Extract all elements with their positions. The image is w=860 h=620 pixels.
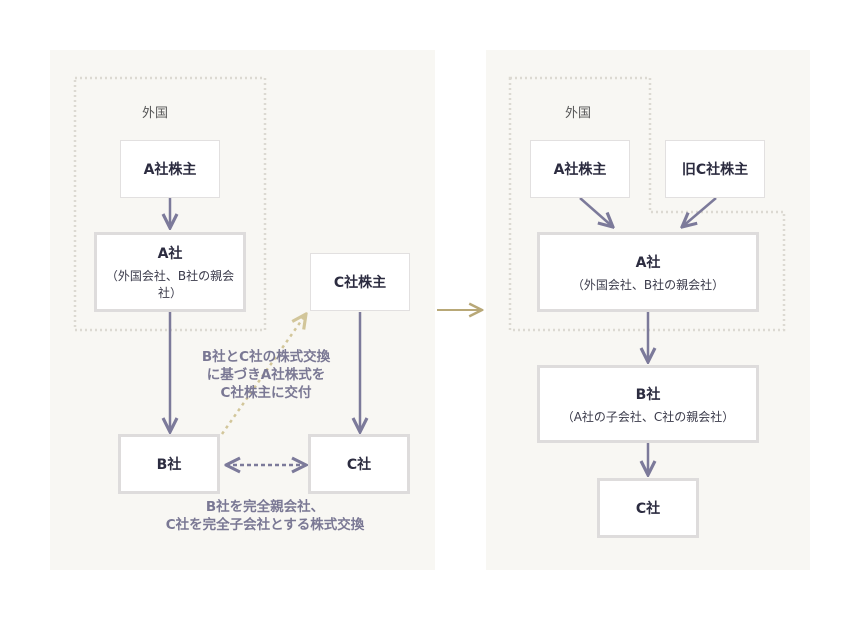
- exchange-note: B社を完全親会社、 C社を完全子会社とする株式交換: [130, 498, 400, 534]
- a-shareholders-box: A社株主: [120, 140, 220, 198]
- share-delivery-note-line: に基づきA社株式を: [206, 367, 326, 383]
- c-shareholders-box: C社株主: [310, 253, 410, 311]
- foreign-label-right: 外国: [565, 106, 592, 121]
- arrow-a-shareholders-to-a-right: [579, 197, 613, 227]
- former-c-shareholders-label: 旧C社株主: [681, 162, 749, 178]
- b-company-box: B社: [118, 434, 220, 494]
- exchange-note-line: B社を完全親会社、: [205, 499, 325, 515]
- share-delivery-note-line: C社株主に交付: [220, 385, 312, 401]
- share-delivery-note-line: B社とC社の株式交換: [201, 349, 331, 365]
- b-company-subtitle-right: （A社の子会社、C社の親会社）: [561, 409, 735, 424]
- a-company-subtitle: （外国会社、B社の親会社）: [105, 269, 235, 300]
- share-delivery-note: B社とC社の株式交換 に基づきA社株式を C社株主に交付: [176, 348, 356, 402]
- a-shareholders-label: A社株主: [143, 162, 197, 178]
- a-company-box: A社 （外国会社、B社の親会社）: [94, 232, 246, 312]
- a-company-box-right: A社 （外国会社、B社の親会社）: [537, 232, 759, 312]
- a-company-subtitle-right: （外国会社、B社の親会社）: [571, 277, 725, 292]
- c-company-label: C社: [346, 457, 372, 473]
- former-c-shareholders-box: 旧C社株主: [665, 140, 765, 198]
- c-shareholders-label: C社株主: [333, 275, 387, 291]
- arrow-former-c-to-a-right: [682, 197, 717, 227]
- c-company-box-right: C社: [597, 478, 699, 538]
- b-company-label: B社: [156, 457, 182, 473]
- a-shareholders-label-right: A社株主: [553, 162, 607, 178]
- a-company-title: A社: [157, 246, 183, 262]
- a-shareholders-box-right: A社株主: [530, 140, 630, 198]
- c-company-box: C社: [308, 434, 410, 494]
- b-company-title-right: B社: [635, 386, 661, 403]
- b-company-box-right: B社 （A社の子会社、C社の親会社）: [537, 365, 759, 443]
- foreign-label-left: 外国: [142, 106, 169, 121]
- exchange-note-line: C社を完全子会社とする株式交換: [165, 517, 365, 533]
- foreign-region-right: [508, 76, 786, 332]
- a-company-title-right: A社: [635, 254, 661, 271]
- c-company-label-right: C社: [635, 501, 661, 517]
